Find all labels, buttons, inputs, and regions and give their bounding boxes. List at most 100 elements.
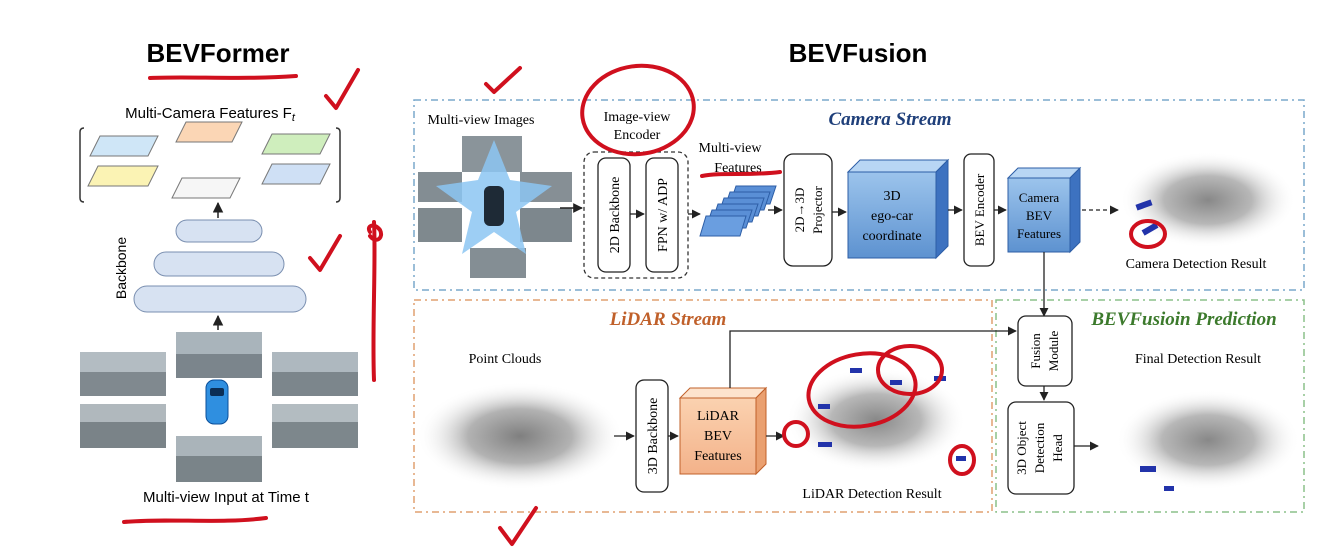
projector-label-line2: Projector (810, 186, 825, 234)
lidar-result-box-6 (956, 456, 966, 461)
backbone-layer-bottom (133, 285, 307, 313)
ego-label-line1: 3D (883, 189, 900, 204)
final-result-box-1 (1140, 466, 1156, 472)
circle-lidar-result-bottom (948, 444, 976, 476)
red-annotations (122, 63, 1167, 546)
lidar-result-box-1 (850, 368, 862, 373)
feature-plane-blue (89, 135, 159, 157)
encoder-label-line1: Image-view (604, 110, 672, 125)
bevfusion-panel: BEVFusion Camera Stream Multi-view Image… (413, 38, 1305, 513)
camera-result-box-1 (1135, 199, 1153, 211)
lidar-bev-label-line3: Features (694, 449, 741, 464)
fpn-label: FPN w/ ADP (656, 178, 671, 252)
circle-lidar-result-large (806, 351, 918, 429)
cam-bev-cube-front (1007, 177, 1071, 253)
detection-head-block (1007, 401, 1075, 495)
camera-thumb-back-sky (176, 436, 262, 456)
feature-plane-green (261, 133, 331, 155)
lidar-stream-title: LiDAR Stream (609, 309, 727, 330)
circle-lidar-result-right (876, 344, 944, 396)
cam-bev-label-line1: Camera (1019, 190, 1060, 205)
head-label-line1: 3D Object (1014, 421, 1029, 475)
projector-label-line1: 2D→3D (792, 188, 807, 233)
checkmark-bottom (498, 506, 538, 546)
mv-image-bottom (470, 248, 526, 278)
mv-features-label-line1: Multi-view (699, 141, 763, 156)
lidar-result-box-2 (890, 380, 902, 385)
ego-cube-top (846, 159, 950, 173)
feature-plane-lightblue (261, 163, 331, 185)
final-result-box-2 (1164, 486, 1174, 491)
backbone-label: Backbone (113, 237, 129, 299)
camera-thumb-front-right-sky (272, 352, 358, 372)
backbone-layer-mid (153, 251, 285, 277)
mv-ego-car-icon (484, 186, 504, 226)
underline-input (122, 516, 268, 524)
camera-result-label: Camera Detection Result (1126, 257, 1267, 272)
ego-cube-side (935, 158, 949, 260)
point-cloud-image (416, 382, 624, 490)
bevfusion-title: BEVFusion (789, 38, 928, 68)
point-clouds-label: Point Clouds (469, 352, 542, 367)
backbone-2d-label: 2D Backbone (608, 177, 623, 254)
lidar-bev-cube-front (679, 397, 757, 475)
fusion-label-line1: Fusion (1028, 333, 1043, 369)
feature-plane-white (171, 177, 241, 199)
lidar-stream-frame (413, 299, 993, 513)
camera-thumb-front-sky (176, 332, 262, 354)
mv-image-left-2 (418, 208, 462, 242)
lidar-result-box-4 (818, 442, 832, 447)
multiview-images-label: Multi-view Images (428, 113, 535, 128)
circle-lidar-result-left (782, 420, 810, 448)
camera-result-pointcloud (1120, 152, 1296, 248)
checkmark-features (324, 68, 360, 110)
arrow-lidar-bev-to-fusion (729, 326, 1017, 388)
features-bracket-right (335, 127, 341, 203)
camera-thumb-front-left-sky (80, 352, 166, 372)
encoder-label-line2: Encoder (614, 128, 661, 143)
fusion-module-block (1017, 315, 1073, 387)
head-label-line3: Head (1050, 434, 1065, 462)
backbone-3d-label: 3D Backbone (646, 398, 661, 475)
checkmark-backbone (308, 234, 342, 272)
fusion-label-line2: Module (1046, 331, 1061, 372)
underline-bevformer (148, 74, 298, 80)
prediction-frame (995, 299, 1305, 513)
circle-camera-result-box (1129, 219, 1167, 249)
features-bracket (79, 127, 85, 203)
lidar-bev-label-line2: BEV (704, 429, 732, 444)
lidar-bev-label-line1: LiDAR (697, 409, 740, 424)
cam-bev-label-line2: BEV (1026, 208, 1053, 223)
bevformer-panel: BEVFormer Multi-Camera Features Ft Backb… (79, 38, 358, 506)
features-label: Multi-Camera Features Ft (125, 105, 296, 124)
camera-stream-title: Camera Stream (829, 109, 952, 130)
cam-bev-cube-top (1006, 167, 1082, 179)
feature-plane-yellow (87, 165, 159, 187)
final-result-label: Final Detection Result (1135, 352, 1261, 367)
camera-stream-frame (413, 99, 1305, 291)
ego-label-line3: coordinate (862, 229, 921, 244)
vertical-arrow-stroke (367, 220, 383, 382)
fpn-block (645, 157, 679, 273)
cam-bev-cube-side (1069, 166, 1081, 254)
prediction-title: BEVFusioin Prediction (1090, 309, 1276, 330)
backbone-layer-top (175, 219, 263, 243)
lidar-result-box-3 (818, 404, 830, 409)
lidar-bev-cube-side (755, 386, 767, 476)
camera-thumb-back-right-sky (272, 404, 358, 422)
bev-encoder-label: BEV Encoder (972, 173, 987, 246)
camera-thumb-back-left-sky (80, 404, 166, 422)
bevformer-title: BEVFormer (146, 38, 289, 68)
lidar-bev-cube-top (678, 387, 768, 399)
projector-block (783, 153, 833, 267)
image-view-encoder-group (583, 151, 689, 279)
cam-bev-label-line3: Features (1017, 226, 1061, 241)
underline-features (700, 170, 782, 178)
mv-features-stack (699, 185, 777, 237)
mv-image-right-2 (520, 208, 572, 242)
circle-image-view-encoder (580, 63, 696, 157)
ego-car-windshield (210, 388, 224, 396)
final-result-pointcloud (1116, 390, 1300, 490)
ego-label-line2: ego-car (871, 209, 913, 224)
